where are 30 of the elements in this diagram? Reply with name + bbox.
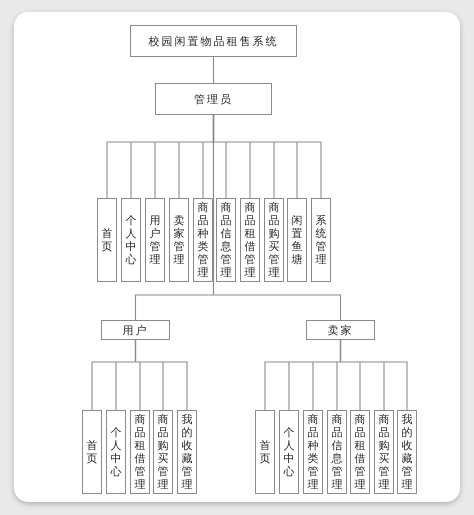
module-box: 个人中心 [106, 410, 126, 494]
module-box: 商品租借管理 [350, 410, 370, 494]
module-box: 我的收藏管理 [177, 410, 197, 494]
module-box: 商品租借管理 [130, 410, 150, 494]
connector-line [212, 115, 342, 320]
module-box: 我的收藏管理 [397, 410, 417, 494]
module-box: 卖家 [306, 320, 375, 340]
module-box: 闲置鱼塘 [287, 198, 307, 282]
module-box: 首页 [97, 198, 117, 282]
module-box: 系统管理 [311, 198, 331, 282]
module-box: 商品购买管理 [153, 410, 173, 494]
module-box: 商品购买管理 [374, 410, 394, 494]
module-box: 用户 [101, 320, 170, 340]
module-box: 首页 [255, 410, 275, 494]
module-box: 卖家管理 [169, 198, 189, 282]
module-box: 商品种类管理 [303, 410, 323, 494]
module-box: 商品购买管理 [264, 198, 284, 282]
module-box: 个人中心 [121, 198, 141, 282]
module-box: 商品租借管理 [240, 198, 260, 282]
module-box: 商品信息管理 [327, 410, 347, 494]
module-box: 商品种类管理 [193, 198, 213, 282]
module-box: 用户管理 [145, 198, 165, 282]
module-box: 首页 [82, 410, 102, 494]
module-box: 商品信息管理 [216, 198, 236, 282]
module-box: 管理员 [155, 83, 272, 115]
module-box: 个人中心 [279, 410, 299, 494]
connector-line [340, 340, 408, 410]
connector-line [212, 57, 214, 83]
connector-line [134, 340, 188, 410]
module-box: 校园闲置物品租售系统 [130, 25, 297, 57]
